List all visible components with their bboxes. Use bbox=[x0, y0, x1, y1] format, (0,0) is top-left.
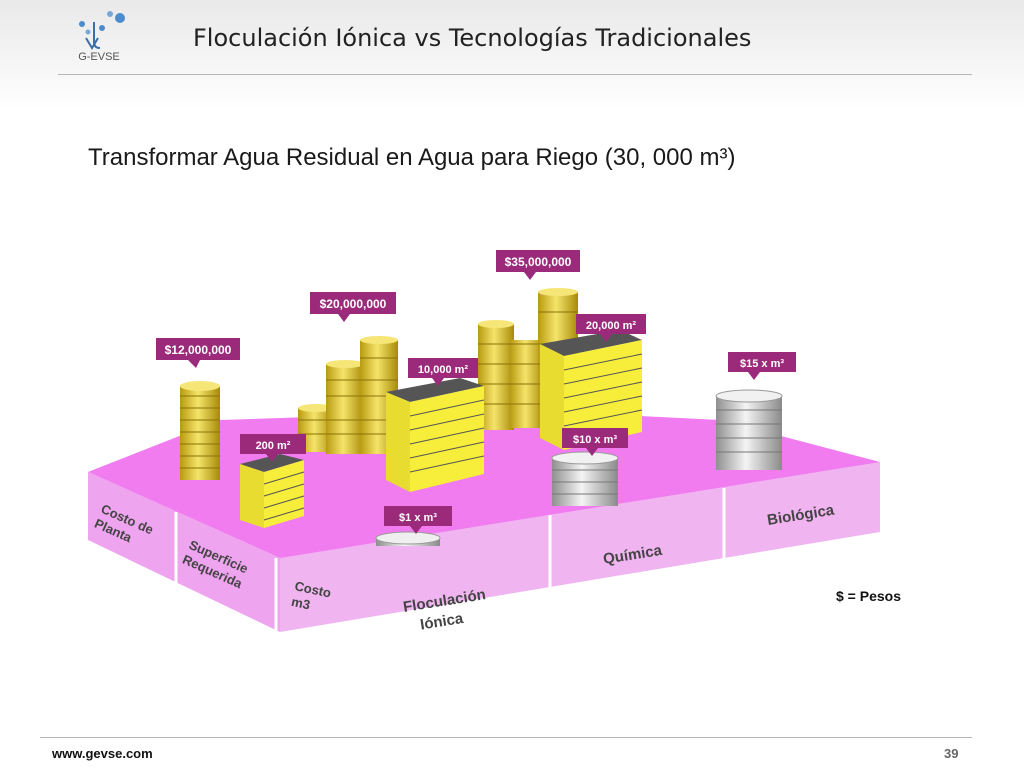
svg-text:$12,000,000: $12,000,000 bbox=[165, 343, 232, 357]
coin-stack-flocculation bbox=[180, 381, 220, 480]
currency-legend: $ = Pesos bbox=[836, 588, 901, 604]
callout-surface-biological: 20,000 m² bbox=[576, 314, 646, 342]
callout-cost-flocculation: $1 x m³ bbox=[384, 506, 452, 534]
callout-surface-chemical: 10,000 m² bbox=[408, 358, 478, 386]
callout-cost-chemical: $10 x m³ bbox=[562, 428, 628, 456]
svg-text:$35,000,000: $35,000,000 bbox=[505, 255, 572, 269]
logo-text: G-EVSE bbox=[78, 51, 120, 63]
callout-cost-biological: $15 x m³ bbox=[728, 352, 796, 380]
page-number: 39 bbox=[944, 746, 959, 761]
building-biological bbox=[540, 330, 643, 450]
row-label-cost-m3-2: m3 bbox=[290, 594, 312, 613]
svg-text:$1 x m³: $1 x m³ bbox=[399, 512, 437, 524]
platform-front-right bbox=[280, 462, 880, 632]
svg-text:10,000 m²: 10,000 m² bbox=[418, 364, 468, 376]
callout-plant-cost-chemical: $20,000,000 bbox=[310, 292, 396, 322]
callout-surface-flocculation: 200 m² bbox=[240, 434, 306, 462]
svg-text:$20,000,000: $20,000,000 bbox=[320, 297, 387, 311]
svg-text:200 m²: 200 m² bbox=[256, 440, 291, 452]
header-divider bbox=[58, 74, 972, 75]
svg-text:20,000 m²: 20,000 m² bbox=[586, 320, 636, 332]
building-chemical bbox=[386, 378, 485, 492]
subtitle: Transformar Agua Residual en Agua para R… bbox=[88, 144, 736, 171]
page-title: Floculación Iónica vs Tecnologías Tradic… bbox=[193, 24, 752, 52]
col-label-flocculation-2: Iónica bbox=[419, 610, 465, 634]
coin-stack-biological-cost bbox=[715, 389, 783, 470]
coin-stack-chemical-cost bbox=[551, 451, 619, 506]
comparison-scene: Costo de Planta Superficie Requerida Cos… bbox=[80, 240, 900, 680]
platform-front-left bbox=[88, 472, 280, 632]
building-flocculation bbox=[240, 454, 305, 528]
svg-text:$15 x m³: $15 x m³ bbox=[740, 358, 784, 370]
callout-plant-cost-biological: $35,000,000 bbox=[496, 250, 580, 280]
footer-divider bbox=[40, 737, 972, 738]
gevse-logo: G-EVSE bbox=[58, 8, 140, 64]
coin-single-flocculation bbox=[375, 531, 441, 546]
svg-text:$10 x m³: $10 x m³ bbox=[573, 434, 617, 446]
callout-plant-cost-flocculation: $12,000,000 bbox=[156, 338, 240, 368]
footer-url[interactable]: www.gevse.com bbox=[52, 746, 153, 761]
coin-stack-chemical bbox=[298, 336, 398, 454]
